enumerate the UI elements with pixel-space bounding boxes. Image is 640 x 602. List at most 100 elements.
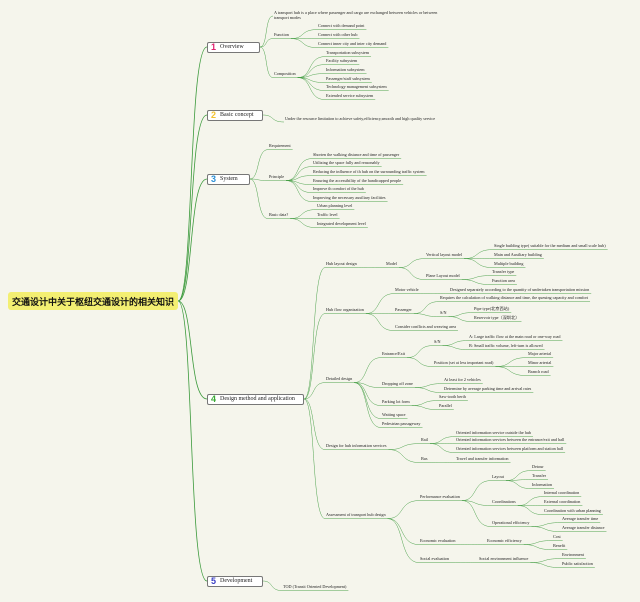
- node-design-for-hub-information-services[interactable]: Design for hub information services: [326, 442, 387, 448]
- node-improving-the-necessary-auxiliary-facili[interactable]: Improving the necessary auxiliary facili…: [313, 194, 386, 200]
- node-social-environment-influence[interactable]: Social environment influence: [479, 555, 529, 561]
- node-rail[interactable]: Rail: [421, 436, 428, 442]
- node-model[interactable]: Model: [386, 260, 397, 266]
- node-detour[interactable]: Detour: [532, 463, 544, 469]
- node-oriented-information-service-outside-the[interactable]: Oriented information service outside the…: [456, 429, 532, 435]
- node-function-area[interactable]: Function area: [492, 277, 515, 283]
- node-connect-with-other-hub[interactable]: Connect with other hub: [318, 31, 358, 37]
- node-internal-coordination[interactable]: Internal coordination: [544, 489, 580, 495]
- node-detailed-design[interactable]: Detailed design: [326, 375, 353, 381]
- branch-connector: [407, 357, 434, 367]
- node-hub-flow-organization[interactable]: Hub flow organization: [326, 306, 364, 312]
- node-multiple-building[interactable]: Multiple building: [494, 260, 524, 266]
- node-hub-layout-design[interactable]: Hub layout design: [326, 260, 357, 266]
- root-topic[interactable]: 交通设计中关于枢纽交通设计的相关知识: [8, 292, 178, 310]
- node-social-evaluation[interactable]: Social evaluation: [420, 555, 449, 561]
- node-oriented-information-services-between-pl[interactable]: Oriented information services between pl…: [456, 445, 564, 451]
- branch-connector: [297, 77, 326, 91]
- node-position-set-at-less-important-road[interactable]: Position (set at less important road): [434, 359, 494, 365]
- node-passenger-staff-subsystem[interactable]: Passenger/staff subsystem: [326, 75, 370, 81]
- node-minor-arterial[interactable]: Minor arterial: [528, 359, 552, 365]
- node-motor-vehicle[interactable]: Motor vehicle: [395, 286, 419, 292]
- node-improve-th-comfort-of-the-hub[interactable]: Improve th comfort of the hub: [313, 185, 364, 191]
- branch-connector: [448, 316, 474, 322]
- node-external-coordination[interactable]: External coordination: [544, 498, 581, 504]
- node-entrance-exit[interactable]: Entrance/Exit: [382, 350, 406, 356]
- node-a-transport-hub-is-a-place-where-passeng[interactable]: A transport hub is a place where passeng…: [274, 10, 438, 20]
- node-utilizing-the-space-fully-and-reasonably[interactable]: Utilizing the space fully and reasonably: [313, 159, 380, 165]
- node-economic-evaluation[interactable]: Economic evaluation: [420, 537, 456, 543]
- node-average-transfer-time[interactable]: Average transfer time: [562, 515, 599, 521]
- node-saw-tooth-berth[interactable]: Saw-tooth berth: [439, 393, 466, 399]
- node-economic-efficiency[interactable]: Economic efficiency: [487, 537, 522, 543]
- node-reducing-the-influence-of-th-hub-on-the-[interactable]: Reducing the influence of th hub on the …: [313, 168, 425, 174]
- node-s-n[interactable]: S/N: [440, 309, 447, 315]
- node-branch-road[interactable]: Branch road: [528, 368, 549, 374]
- node-b-small-traffic-volume-left-turn-is-allo[interactable]: B: Small traffic volume, left-turn is al…: [469, 342, 543, 348]
- node-technology-management-subsystem[interactable]: Technology management subsystem: [326, 83, 387, 89]
- node-bus[interactable]: Bus: [421, 455, 428, 461]
- node-consider-conflicts-and-weaving-area[interactable]: Consider conflicts and weaving area: [395, 323, 456, 329]
- node-operational-efficiency[interactable]: Operational efficiency: [492, 519, 530, 525]
- node-layout[interactable]: Layout: [492, 473, 504, 479]
- node-coordinations[interactable]: Coordinations: [492, 498, 516, 504]
- node-waiting-space[interactable]: Waiting space: [382, 411, 406, 417]
- node-transportation-subsystem[interactable]: Transportation subsystem: [326, 49, 370, 55]
- node-connect-inner-city-and-inter-city-demand[interactable]: Connect inner city and inter city demand: [318, 40, 387, 46]
- node-principle[interactable]: Principle: [269, 173, 285, 179]
- node-plane-layout-model[interactable]: Plane Layout model: [426, 272, 460, 278]
- node-performance-evaluation[interactable]: Performance evaluation: [420, 493, 460, 499]
- node-shorten-the-walking-distance-and-time-of[interactable]: Shorten the walking distance and time of…: [313, 151, 400, 157]
- node-reservoir-type[interactable]: Reservoir type（深圳北）: [474, 314, 520, 320]
- node-transfer-type[interactable]: Transfer type: [492, 268, 515, 274]
- node-single-building-type-suitable-for-the-me[interactable]: Single building type( suitable for the m…: [494, 242, 606, 248]
- branch-connector: [407, 345, 434, 358]
- node-under-the-resource-limitation-to-achieve[interactable]: Under the resource limitation to achieve…: [285, 116, 436, 121]
- node-information[interactable]: Information: [532, 481, 553, 487]
- branch-connector: [495, 357, 528, 367]
- node-average-transfer-distance[interactable]: Average transfer distance: [562, 524, 605, 530]
- node-dropping-off-zone[interactable]: Dropping off zone: [382, 380, 413, 386]
- node-requires-the-calculation-of-walking-dist[interactable]: Requires the calculation of walking dist…: [440, 294, 589, 300]
- node-a-large-traffic-flow-at-the-main-road-or[interactable]: A: Large traffic flow at the main road o…: [469, 333, 561, 339]
- node-requirement[interactable]: Requirement: [269, 142, 291, 148]
- node-s-n[interactable]: S/N: [434, 338, 441, 344]
- node-determine-by-average-parking-time-and-ar[interactable]: Determine by average parking time and ar…: [444, 385, 532, 391]
- node-parking-lot-form[interactable]: Parking lot form: [382, 398, 410, 404]
- node-main-and-auxiliary-building[interactable]: Main and Auxiliary building: [494, 251, 542, 257]
- node-information-subsystem[interactable]: Information subsystem: [326, 66, 365, 72]
- node-pipe-type[interactable]: Pipe type(北京西站): [474, 305, 510, 311]
- node-coordination-with-urban-planning[interactable]: Coordination with urban planning: [544, 507, 601, 513]
- node-function[interactable]: Function: [274, 31, 289, 37]
- node-basic-data[interactable]: Basic data?: [269, 211, 289, 217]
- node-tod-transit-oriented-development[interactable]: TOD (Transit Oriented Development): [283, 583, 347, 589]
- node-passenger[interactable]: Passenger: [395, 306, 412, 312]
- node-designed-separately-according-to-the-qua[interactable]: Designed separately according to the qua…: [450, 286, 590, 292]
- node-connect-with-demand-point[interactable]: Connect with demand point: [318, 22, 365, 28]
- node-environment[interactable]: Environment: [562, 551, 584, 557]
- node-urban-planning-level[interactable]: Urban planning level: [317, 202, 353, 208]
- node-at-least-for-2-vehicles[interactable]: At least for 2 vehicles: [444, 376, 481, 382]
- node-oriented-information-services-between-th[interactable]: Oriented information services between th…: [456, 436, 565, 442]
- node-composition[interactable]: Composition: [274, 70, 296, 76]
- node-assessment-of-transport-hub-design[interactable]: Assessment of transport hub design: [326, 511, 386, 517]
- node-vertical-layout-model[interactable]: Vertical layout model: [426, 251, 463, 257]
- node-travel-and-transfer-information[interactable]: Travel and transfer information: [456, 455, 509, 461]
- node-major-arterial[interactable]: Major arterial: [528, 350, 552, 356]
- node-cost[interactable]: Cost: [553, 533, 561, 539]
- node-benefit[interactable]: Benefit: [553, 542, 566, 548]
- node-public-satisfaction[interactable]: Public satisfaction: [562, 560, 593, 566]
- node-parallel[interactable]: Parallel: [439, 402, 452, 408]
- node-traffic-level[interactable]: Traffic level: [317, 211, 338, 217]
- node-pedestrian-passageway[interactable]: Pedestrian passageway: [382, 420, 421, 426]
- node-ensuring-the-accessibility-of-the-handic[interactable]: Ensuring the accessibility of the handic…: [313, 177, 402, 183]
- node-facility-subsystem[interactable]: Facility subsystem: [326, 57, 358, 63]
- node-extended-service-subsystem[interactable]: Extended service subsystem: [326, 92, 374, 98]
- node-transfer[interactable]: Transfer: [532, 472, 547, 478]
- node-integrated-development-level[interactable]: Integrated development level: [317, 220, 366, 226]
